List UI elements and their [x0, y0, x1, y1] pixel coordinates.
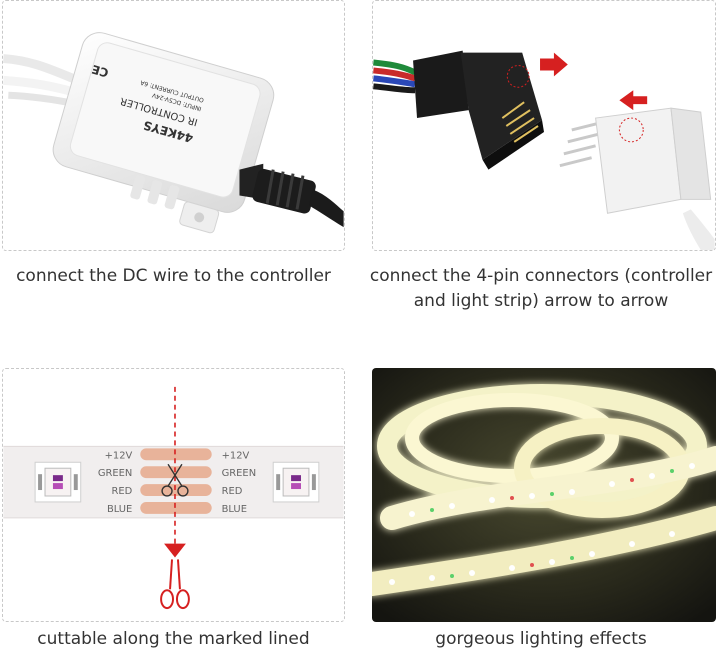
down-arrow-icon — [164, 543, 186, 558]
scissors-icon — [160, 559, 190, 610]
connector-illustration — [373, 1, 715, 250]
strip-connector — [559, 107, 715, 250]
pad-label-left-blue: BLUE — [107, 504, 132, 515]
strip-diagram: +12V GREEN RED BLUE +12V GREEN RED BLUE — [3, 369, 344, 621]
caption-four-pin: connect the 4-pin connectors (controller… — [362, 264, 720, 314]
cuttable-strip-diagram: +12V GREEN RED BLUE +12V GREEN RED BLUE — [2, 368, 345, 622]
glow-illustration — [372, 368, 716, 622]
caption-dc-wire: connect the DC wire to the controller — [16, 266, 331, 286]
led-chip-left — [34, 461, 82, 503]
controller-illustration: 44KEYS IR CONTROLLER INPUT: DC5V-24V OUT… — [3, 1, 344, 250]
dc-jack — [239, 163, 344, 228]
pad-label-left-12v: +12V — [105, 450, 133, 461]
four-pin-connector-photo — [372, 0, 716, 251]
caption-four-pin-line2: and light strip) arrow to arrow — [413, 291, 669, 311]
scissors-small-icon — [161, 463, 189, 497]
pad-label-right-blue: BLUE — [222, 504, 247, 515]
ce-mark: CE — [90, 62, 110, 80]
pad-label-left-green: GREEN — [98, 468, 133, 479]
caption-lighting: gorgeous lighting effects — [435, 629, 647, 649]
controller-dc-wire-photo: 44KEYS IR CONTROLLER INPUT: DC5V-24V OUT… — [2, 0, 345, 251]
pad-label-right-12v: +12V — [222, 450, 250, 461]
pad-label-right-green: GREEN — [222, 468, 257, 479]
caption-four-pin-line1: connect the 4-pin connectors (controller — [369, 266, 713, 286]
pad-label-left-red: RED — [112, 486, 133, 497]
caption-cuttable: cuttable along the marked lined — [37, 629, 310, 649]
led-chip-right — [272, 461, 320, 503]
lighting-effect-photo — [372, 368, 716, 622]
controller-connector — [413, 50, 544, 170]
pad-label-right-red: RED — [222, 486, 243, 497]
